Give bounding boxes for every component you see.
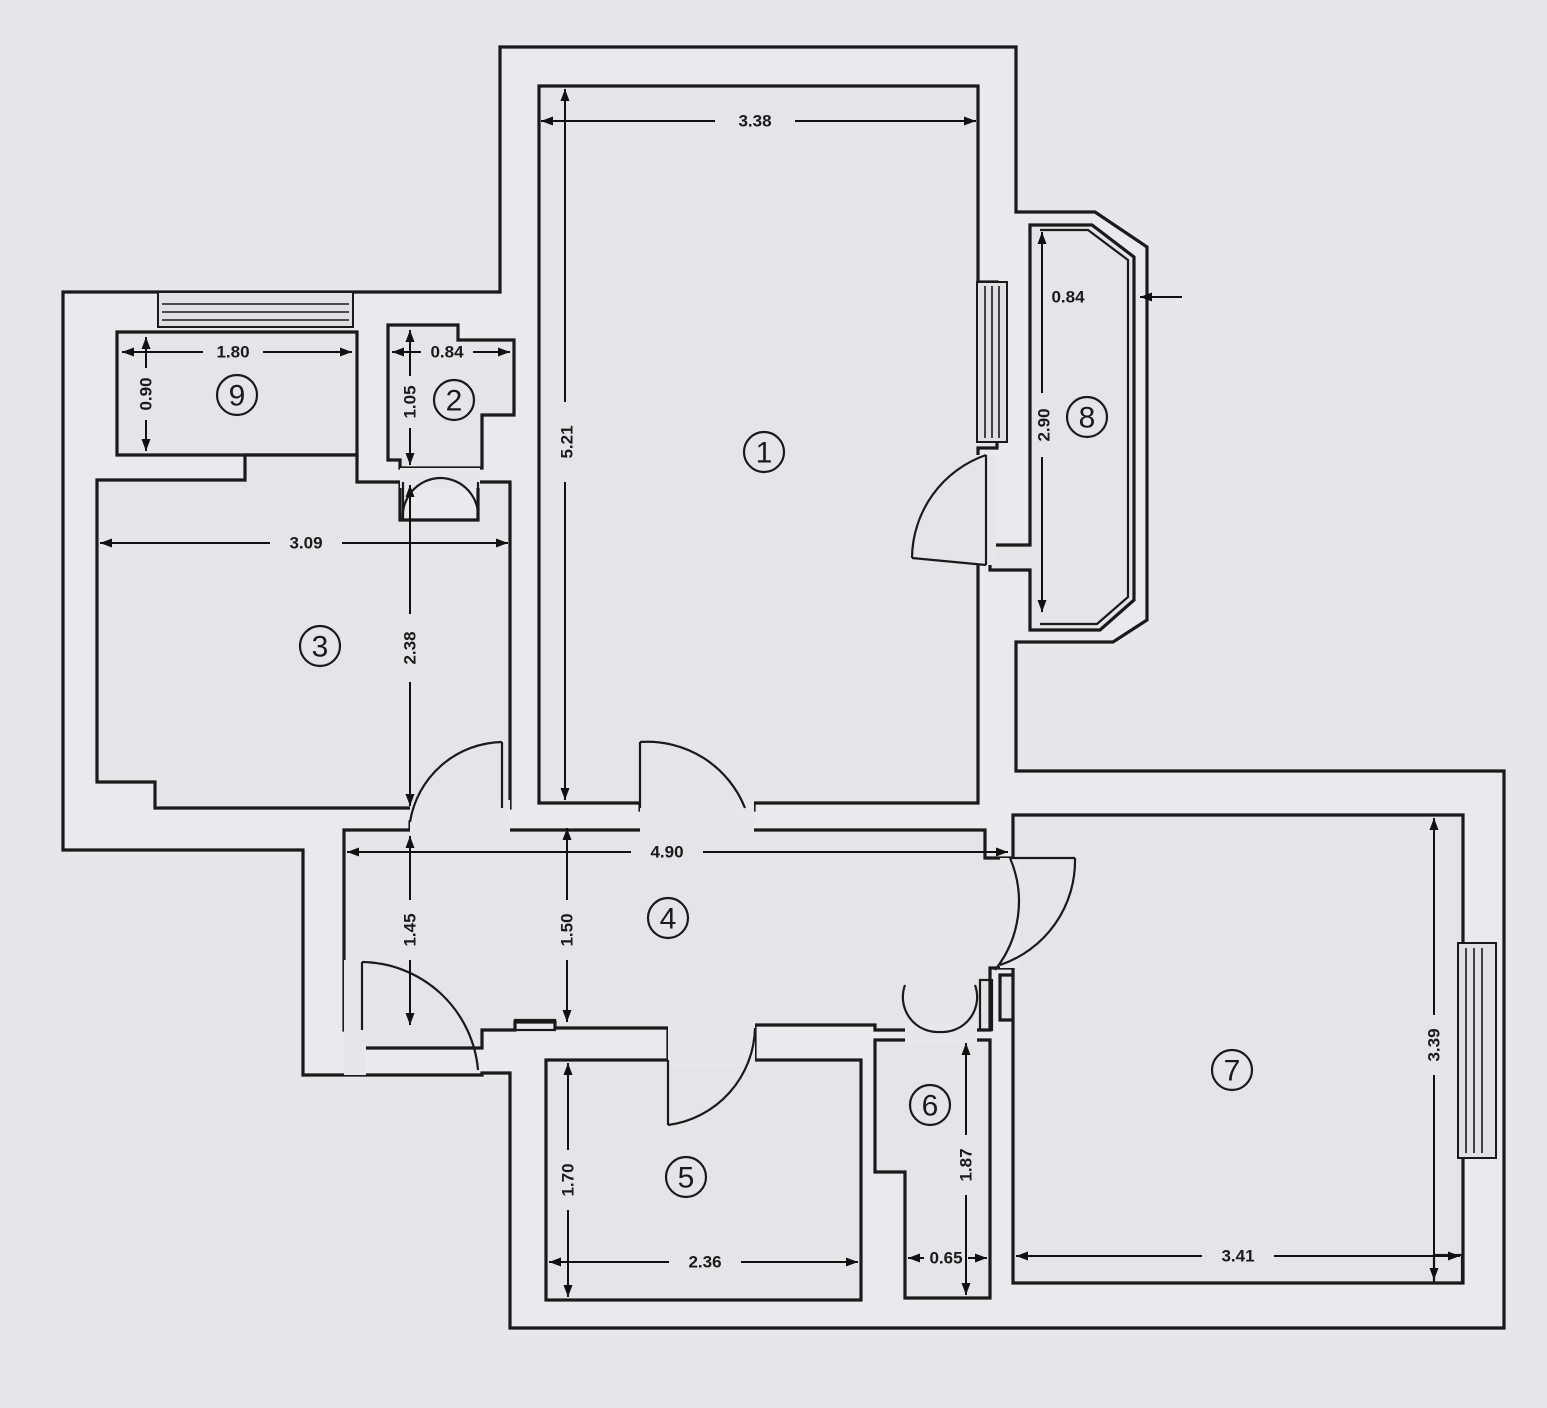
dim-room-9-width: 1.80: [216, 343, 249, 362]
dim-room-9-length: 0.90: [137, 377, 156, 410]
dim-room-2-length: 1.05: [401, 385, 420, 418]
dim-room-4-width: 4.90: [650, 843, 683, 862]
svg-text:5: 5: [678, 1162, 695, 1195]
dim-room-8-width: 0.84: [1051, 288, 1085, 307]
dim-room-1-width: 3.38: [738, 112, 771, 131]
dim-room-7-width: 3.41: [1221, 1247, 1254, 1266]
room-5-floor: [544, 1058, 863, 1302]
dimline-room-2-length: [405, 330, 415, 465]
room-4-label: 4: [646, 896, 690, 940]
door-room-5: [666, 1022, 757, 1127]
door-entrance: [344, 960, 480, 1075]
svg-text:4: 4: [660, 903, 677, 936]
dim-room-3-width: 3.09: [289, 534, 322, 553]
dim-room-6-length: 1.87: [957, 1148, 976, 1181]
svg-text:9: 9: [229, 380, 246, 413]
room-3-label: 3: [298, 624, 342, 668]
dim-room-8-length: 2.90: [1035, 408, 1054, 441]
dimline-room-4-width: [347, 847, 1008, 857]
dim-room-2-width: 0.84: [430, 343, 464, 362]
dimline-room-3-width: [100, 538, 508, 548]
dim-room-4-depth-mid: 1.50: [558, 913, 577, 946]
room-7-window: [1457, 942, 1497, 1159]
dimline-room-5-length: [563, 1063, 573, 1297]
door-room-3: [408, 740, 510, 832]
svg-text:8: 8: [1079, 402, 1096, 435]
dimline-room-6-width: [908, 1253, 987, 1263]
door-room-1: [638, 740, 754, 832]
dimline-room-9-width: [122, 347, 352, 357]
room-1-label: 1: [742, 430, 786, 474]
room-8-floor: [988, 223, 1136, 632]
dimline-room-1-width: [541, 116, 976, 126]
dim-room-7-length: 3.39: [1425, 1028, 1444, 1061]
dimline-room-4-depth-left: [405, 836, 415, 1025]
dimline-room-8-width: [1140, 292, 1182, 302]
room-2-label: 2: [432, 378, 476, 422]
dimline-room-5-width: [549, 1257, 858, 1267]
dim-room-3-length: 2.38: [401, 631, 420, 664]
dimline-room-4-depth-mid: [562, 828, 572, 1022]
door-room-6: [901, 984, 979, 1044]
dimline-room-7-width: [1016, 1251, 1460, 1261]
dimline-room-2-width: [392, 347, 510, 357]
dimline-room-7-length: [1429, 818, 1439, 1280]
room-5-label: 5: [664, 1155, 708, 1199]
dimline-room-6-length: [961, 1043, 971, 1295]
svg-text:1: 1: [756, 437, 773, 470]
dim-room-6-width: 0.65: [929, 1249, 962, 1268]
dimension-lines: [100, 89, 1460, 1297]
dim-room-1-length: 5.21: [558, 425, 577, 458]
door-room-2: [400, 468, 480, 521]
door-room-7: [994, 856, 1077, 971]
door-room-1-balcony: [910, 453, 996, 567]
dimline-room-3-length: [405, 485, 415, 806]
dim-room-5-length: 1.70: [559, 1163, 578, 1196]
room-6-floor: [873, 1038, 992, 1300]
dim-room-5-width: 2.36: [688, 1253, 721, 1272]
dimline-room-1-length: [560, 89, 570, 800]
svg-text:2: 2: [446, 385, 463, 418]
room-2-floor: [386, 323, 516, 470]
room-8-label: 8: [1065, 395, 1109, 439]
room-9-window: [157, 291, 354, 328]
room-9-label: 9: [215, 373, 259, 417]
dim-room-4-depth-left: 1.45: [401, 913, 420, 946]
dimline-room-9-length: [141, 337, 151, 451]
svg-text:3: 3: [312, 631, 329, 664]
svg-text:7: 7: [1224, 1055, 1241, 1088]
room-7-label: 7: [1210, 1048, 1254, 1092]
dimline-room-8-length: [1037, 232, 1047, 612]
room-6-label: 6: [908, 1083, 952, 1127]
svg-text:6: 6: [922, 1090, 939, 1123]
